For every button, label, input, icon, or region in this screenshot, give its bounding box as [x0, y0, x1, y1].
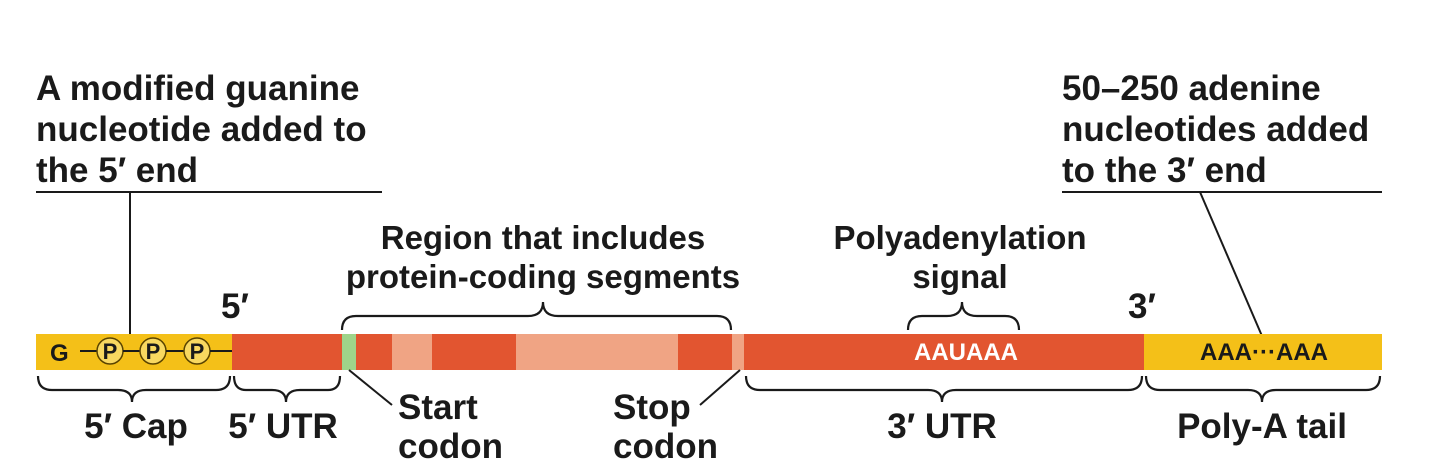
noncoding-segment [392, 334, 432, 370]
tail-note-line-2: nucleotides added [1062, 110, 1369, 149]
phosphate-label: P [103, 339, 118, 364]
polya-signal-annotation: Polyadenylation signal [833, 219, 1087, 331]
utr5-segment [232, 334, 342, 370]
polya-signal-line-1: Polyadenylation [833, 219, 1086, 256]
start-codon-leader [348, 369, 393, 406]
coding-region-line-2: protein-coding segments [346, 258, 740, 295]
stop-codon-line-2: codon [613, 427, 718, 466]
tail-note-line-1: 50–250 adenine [1062, 69, 1321, 108]
poly-a-region-label: Poly-A tail [1177, 407, 1347, 446]
tail-note-leader [1199, 191, 1263, 337]
stop-codon-leader [699, 369, 741, 406]
tail-annotation: 50–250 adenine nucleotides added to the … [1062, 69, 1382, 337]
cap-annotation: A modified guanine nucleotide added to t… [36, 69, 382, 334]
exon-segment [432, 334, 516, 370]
utr3-region-label: 3′ UTR [887, 407, 997, 446]
stop-codon-line-1: Stop [613, 388, 691, 427]
cap-note-line-3: the 5′ end [36, 151, 198, 190]
exon-segment [356, 334, 392, 370]
start-codon-line-1: Start [398, 388, 478, 427]
tail-note-line-3: to the 3′ end [1062, 151, 1267, 190]
signal-sequence: AAUAAA [914, 339, 1018, 366]
bottom-braces [36, 375, 1382, 403]
five-prime-end-label: 5′ [221, 287, 249, 326]
polya-signal-line-2: signal [912, 258, 1007, 295]
phosphate-label: P [146, 339, 161, 364]
utr3-segment [744, 334, 1144, 370]
cap-region-label: 5′ Cap [84, 407, 188, 446]
coding-region-brace [340, 301, 733, 331]
poly-a-brace [1144, 375, 1382, 403]
tail-sequence: AAA···AAA [1200, 339, 1328, 366]
polya-signal-brace [906, 301, 1021, 331]
cap-brace [36, 375, 232, 403]
coding-region-annotation: Region that includes protein-coding segm… [340, 219, 740, 331]
utr5-brace [232, 375, 342, 403]
utr3-brace [744, 375, 1144, 403]
exon-segment [678, 334, 732, 370]
mrna-strip: G P P P AAUAAA AAA···AAA [36, 334, 1382, 370]
cap-note-line-2: nucleotide added to [36, 110, 367, 149]
coding-region-line-1: Region that includes [381, 219, 706, 256]
cap-note-line-1: A modified guanine [36, 69, 359, 108]
start-codon-line-2: codon [398, 427, 503, 466]
cap-structure: G P P P [50, 337, 232, 367]
utr5-region-label: 5′ UTR [228, 407, 338, 446]
poly-a-segment [1144, 334, 1382, 370]
noncoding-segment [516, 334, 678, 370]
stop-codon-segment [732, 334, 744, 370]
guanine-label: G [50, 340, 69, 367]
three-prime-end-label: 3′ [1128, 287, 1156, 326]
phosphate-label: P [190, 339, 205, 364]
start-codon-segment [342, 334, 356, 370]
